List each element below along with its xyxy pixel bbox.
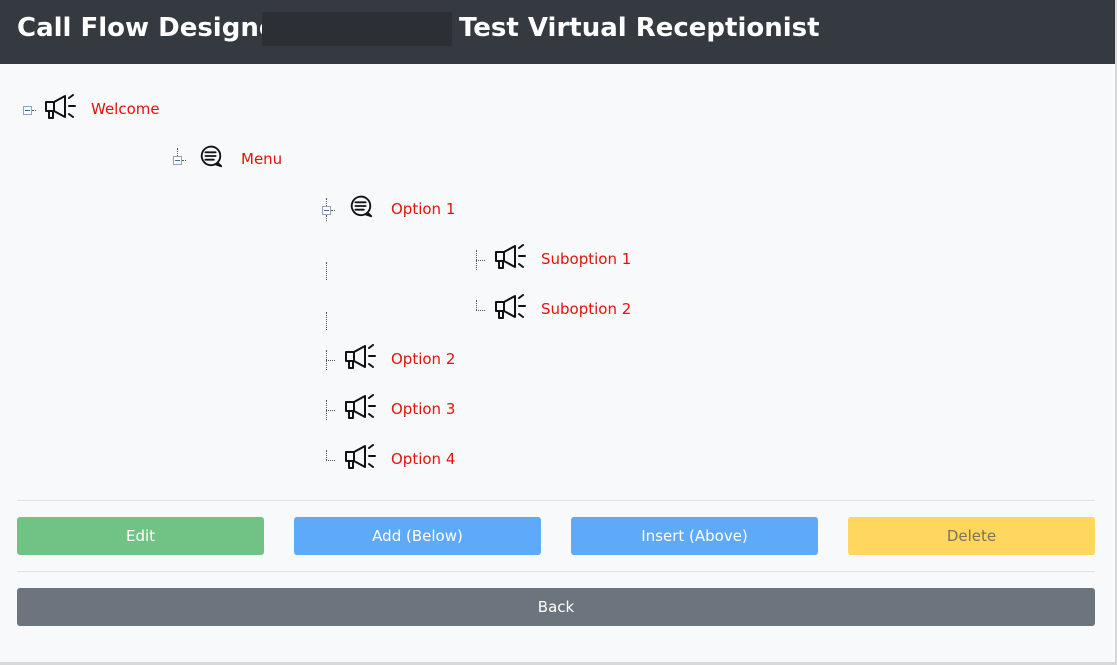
speech-bubble-icon [198,143,224,169]
tree-node-menu[interactable]: Menu [241,150,283,168]
tree-connector [326,215,327,221]
insert-above-button[interactable]: Insert (Above) [571,517,818,555]
redacted-block [262,12,452,46]
tree-connector [326,312,327,330]
megaphone-icon [494,294,528,320]
collapse-toggle-option-1[interactable] [322,206,331,215]
window-bottom-edge [0,662,1117,665]
megaphone-icon [344,444,378,470]
tree-node-option-3[interactable]: Option 3 [391,400,456,418]
edit-button[interactable]: Edit [17,517,264,555]
collapse-toggle-welcome[interactable] [23,106,32,115]
tree-node-option-4[interactable]: Option 4 [391,450,456,468]
page-title: Call Flow Designer: [17,13,300,43]
delete-button[interactable]: Delete [848,517,1095,555]
scrollbar[interactable] [1115,0,1117,665]
tree-node-option-2[interactable]: Option 2 [391,350,456,368]
tree-node-welcome[interactable]: Welcome [91,100,160,118]
tree-connector [476,260,485,261]
divider [17,500,1095,501]
tree-connector [326,360,335,361]
tree-connector [476,310,485,311]
megaphone-icon [344,344,378,370]
tree-connector [182,160,186,161]
megaphone-icon [44,94,78,120]
tree-connector [331,210,335,211]
tree-connector [326,460,335,461]
app-header: Call Flow Designer: Test Virtual Recepti… [0,0,1115,64]
megaphone-icon [494,244,528,270]
tree-connector [326,262,327,280]
tree-connector [326,198,327,206]
collapse-toggle-menu[interactable] [173,156,182,165]
tree-connector [32,110,36,111]
back-button[interactable]: Back [17,588,1095,626]
megaphone-icon [344,394,378,420]
tree-connector [476,300,477,310]
divider [17,571,1095,572]
add-below-button[interactable]: Add (Below) [294,517,541,555]
speech-bubble-icon [348,193,374,219]
tree-node-suboption-1[interactable]: Suboption 1 [541,250,632,268]
tree-node-suboption-2[interactable]: Suboption 2 [541,300,632,318]
tree-connector [326,450,327,460]
flow-name: Test Virtual Receptionist [459,13,820,43]
tree-connector [177,148,178,156]
tree-node-option-1[interactable]: Option 1 [391,200,456,218]
tree-connector [326,410,335,411]
